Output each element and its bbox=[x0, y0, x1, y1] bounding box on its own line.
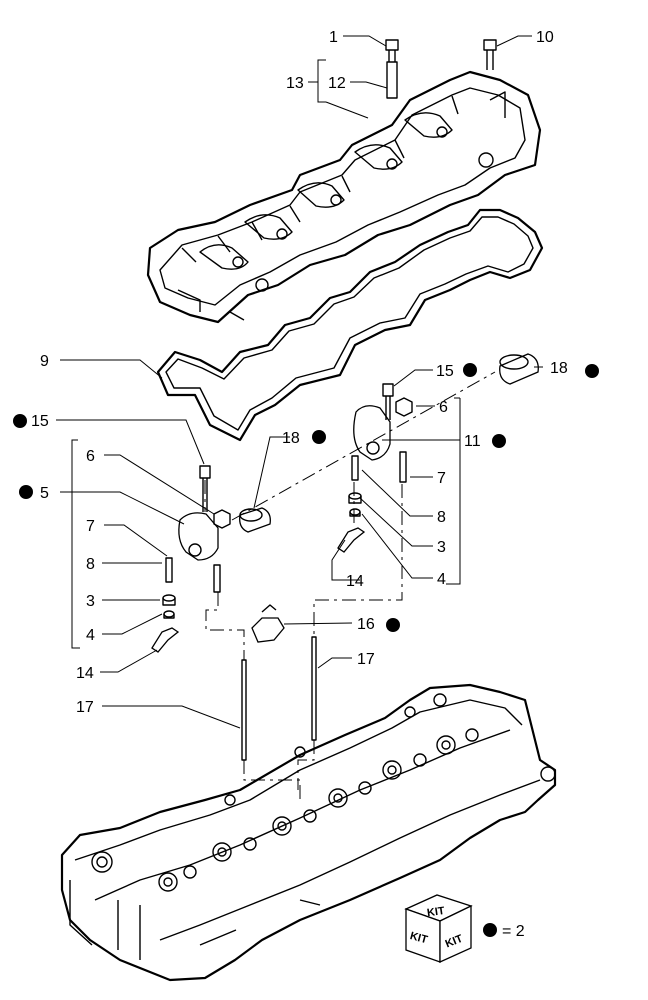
kit-box-icon: KIT KIT KIT bbox=[404, 894, 473, 964]
cylinder-head bbox=[60, 683, 557, 982]
rocker-group-right bbox=[337, 353, 539, 553]
label-12: 12 bbox=[328, 75, 346, 92]
label-4-right: 4 bbox=[437, 571, 446, 588]
legend-equals-text: = 2 bbox=[502, 923, 525, 940]
bullet-11 bbox=[492, 434, 506, 448]
label-6-right: 6 bbox=[439, 399, 448, 416]
bullet-5 bbox=[19, 485, 33, 499]
label-11: 11 bbox=[464, 433, 481, 450]
label-8-left: 8 bbox=[86, 556, 95, 573]
rocker-group-left bbox=[151, 465, 285, 653]
label-14-left: 14 bbox=[76, 665, 94, 682]
label-5: 5 bbox=[40, 485, 49, 502]
label-4-left: 4 bbox=[86, 627, 95, 644]
label-15-right: 15 bbox=[436, 363, 454, 380]
label-3-left: 3 bbox=[86, 593, 95, 610]
label-17-right: 17 bbox=[357, 651, 375, 668]
label-13: 13 bbox=[286, 75, 304, 92]
push-rods bbox=[241, 636, 317, 761]
label-1: 1 bbox=[329, 29, 338, 46]
kit-box-top-text: KIT bbox=[426, 905, 445, 919]
rocker-cover bbox=[146, 39, 542, 324]
kit-legend: KIT KIT KIT = 2 bbox=[404, 894, 525, 964]
label-3-right: 3 bbox=[437, 539, 446, 556]
label-9: 9 bbox=[40, 353, 49, 370]
label-18-left: 18 bbox=[282, 430, 300, 447]
bullet-15-left bbox=[13, 414, 27, 428]
kit-box-left-text: KIT bbox=[409, 930, 429, 946]
label-7-right: 7 bbox=[437, 470, 446, 487]
leader-lines bbox=[56, 35, 543, 729]
kit-bullets bbox=[13, 363, 599, 937]
assembly-lines bbox=[204, 371, 496, 800]
label-17-left: 17 bbox=[76, 699, 94, 716]
bullet-15-right bbox=[463, 363, 477, 377]
label-14-right: 14 bbox=[346, 573, 364, 590]
bullet-legend bbox=[483, 923, 497, 937]
valve-cover-gasket bbox=[156, 208, 544, 442]
bullet-16 bbox=[386, 618, 400, 632]
bullet-18-left bbox=[312, 430, 326, 444]
bullet-18-right bbox=[585, 364, 599, 378]
label-16: 16 bbox=[357, 616, 375, 633]
label-6-left: 6 bbox=[86, 448, 95, 465]
label-7-left: 7 bbox=[86, 518, 95, 535]
label-10: 10 bbox=[536, 29, 554, 46]
label-18-right: 18 bbox=[550, 360, 568, 377]
part-labels: 1 10 13 12 9 15 18 6 11 7 8 3 4 14 15 18… bbox=[31, 29, 568, 716]
label-8-right: 8 bbox=[437, 509, 446, 526]
label-15-left: 15 bbox=[31, 413, 49, 430]
